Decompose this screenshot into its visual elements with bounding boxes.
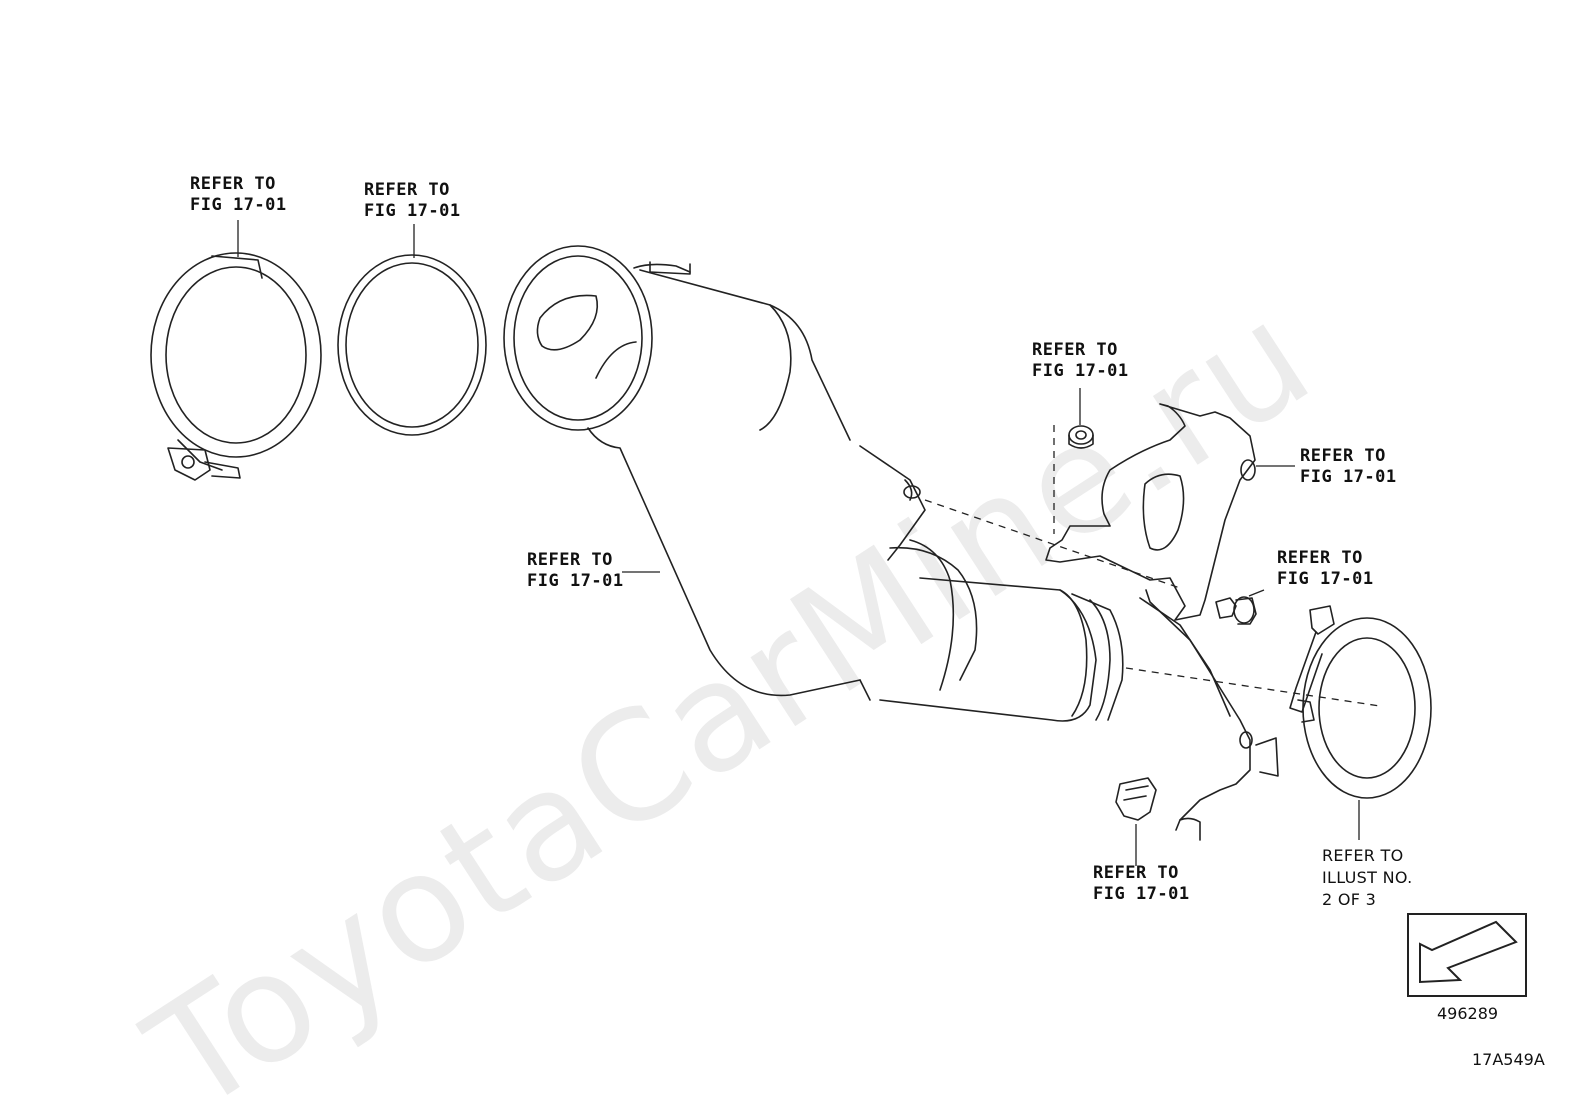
gasket-ring-part (337, 254, 487, 436)
direction-box-code: 496289 (1437, 1004, 1499, 1023)
leader-bolt (1248, 589, 1265, 597)
nut-part (1068, 425, 1094, 449)
dashed-alignment-1 (924, 499, 1181, 589)
heat-insulator-part (1045, 403, 1279, 841)
clamp-ring-part (150, 252, 322, 481)
direction-box (1407, 913, 1527, 997)
converter-part (503, 245, 1124, 722)
ring-gasket-part (1289, 605, 1432, 799)
bolt-part (1215, 596, 1257, 625)
figure-code: 17A549A (1472, 1050, 1545, 1069)
dashed-alignment-3 (1125, 667, 1381, 707)
direction-arrow-icon (1419, 920, 1518, 984)
clip-part (1115, 777, 1157, 821)
